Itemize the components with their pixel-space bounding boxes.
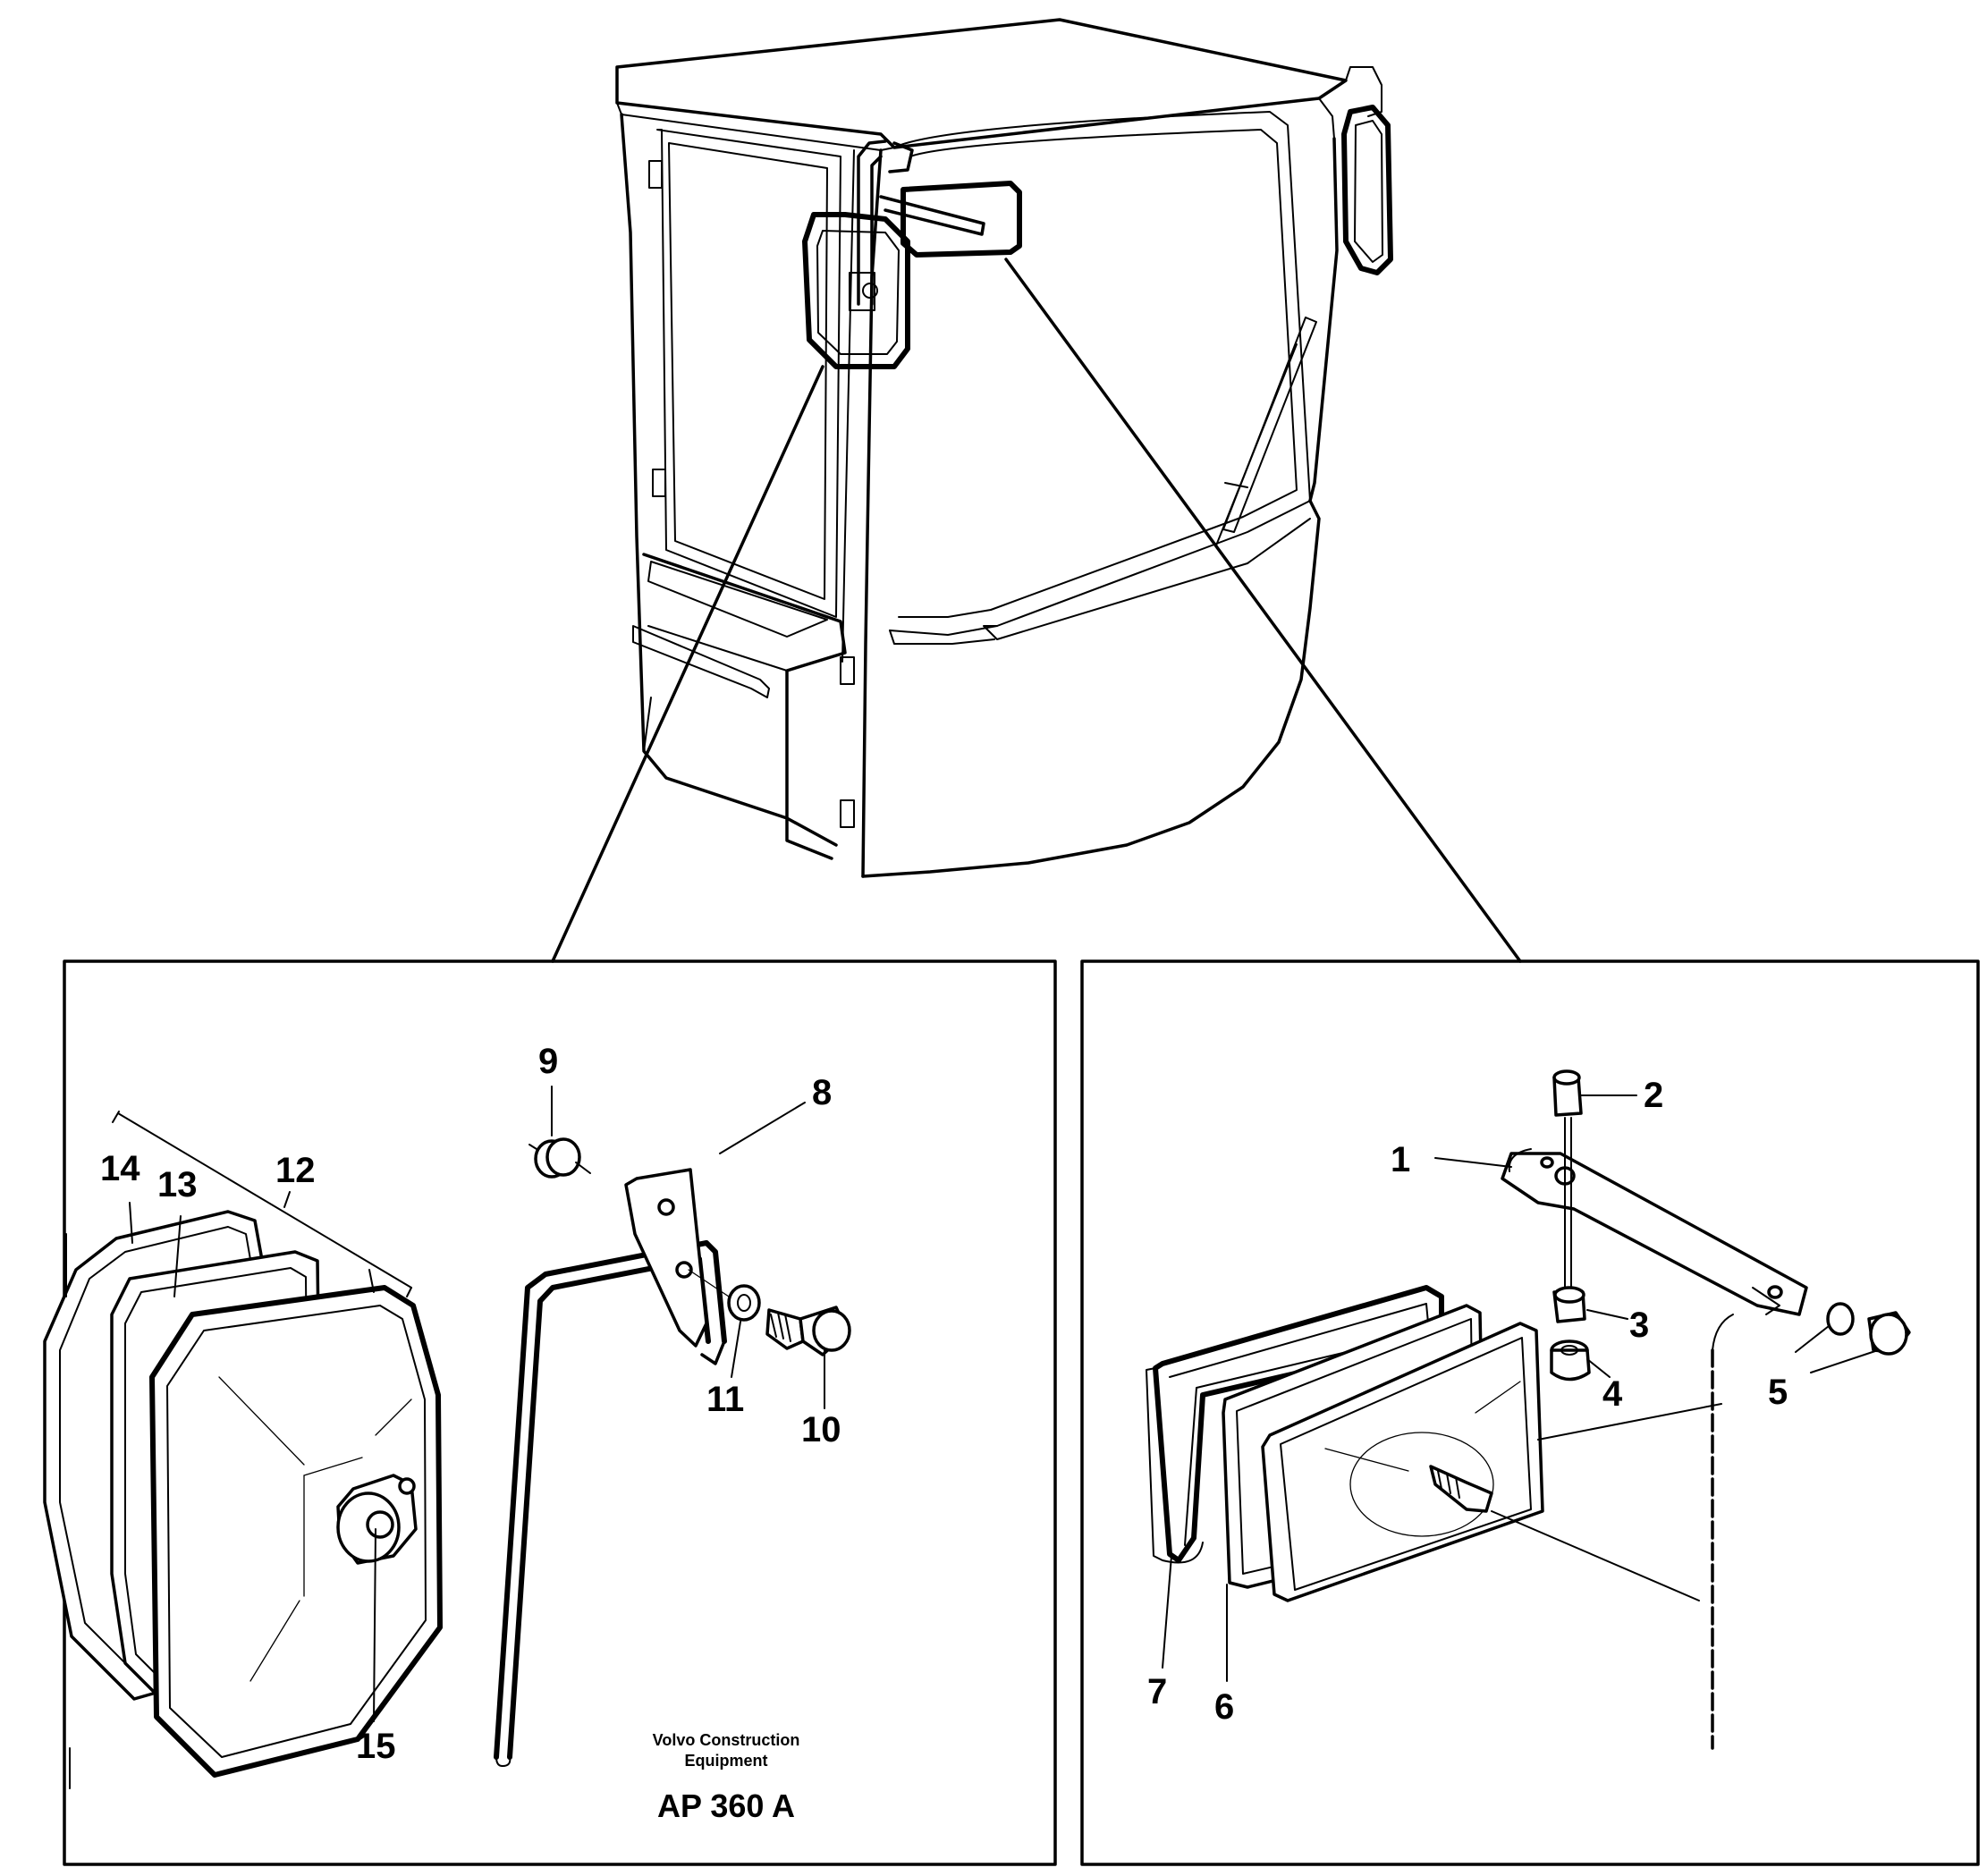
cab-illustration (615, 18, 1393, 878)
right-mirror-assembly (1146, 1285, 1722, 1682)
right-panel-callouts: 2 1 3 4 5 7 6 (1147, 1076, 1788, 1727)
callout-4: 4 (1602, 1374, 1623, 1414)
left-mirror-arm (494, 1086, 851, 1767)
caption-equipment: Equipment (685, 1752, 768, 1770)
callout-9: 9 (538, 1042, 558, 1081)
callout-7: 7 (1147, 1672, 1167, 1711)
callout-3: 3 (1629, 1306, 1649, 1345)
left-panel-callouts: 9 8 12 14 13 11 10 15 (100, 1042, 841, 1766)
callout-1: 1 (1391, 1140, 1410, 1179)
left-mirror-assembly (43, 1111, 443, 1789)
callout-15: 15 (356, 1727, 396, 1766)
callout-10: 10 (801, 1410, 841, 1449)
callout-6: 6 (1214, 1687, 1234, 1727)
callout-5: 5 (1768, 1373, 1788, 1412)
right-mirror-arm (1434, 1069, 1911, 1750)
callout-14: 14 (100, 1149, 140, 1188)
panel-leader-lines (551, 258, 1522, 963)
callout-12: 12 (275, 1151, 316, 1190)
caption-company: Volvo Construction (653, 1731, 800, 1749)
callout-11: 11 (706, 1380, 744, 1419)
right-detail-panel (1080, 959, 1980, 1866)
callout-8: 8 (812, 1073, 832, 1112)
figure-reference: AP 360 A (657, 1787, 795, 1824)
callout-13: 13 (157, 1165, 198, 1204)
left-detail-panel (43, 959, 1057, 1866)
callout-2: 2 (1644, 1076, 1663, 1115)
figure-caption: Volvo Construction Equipment AP 360 A (653, 1731, 800, 1824)
